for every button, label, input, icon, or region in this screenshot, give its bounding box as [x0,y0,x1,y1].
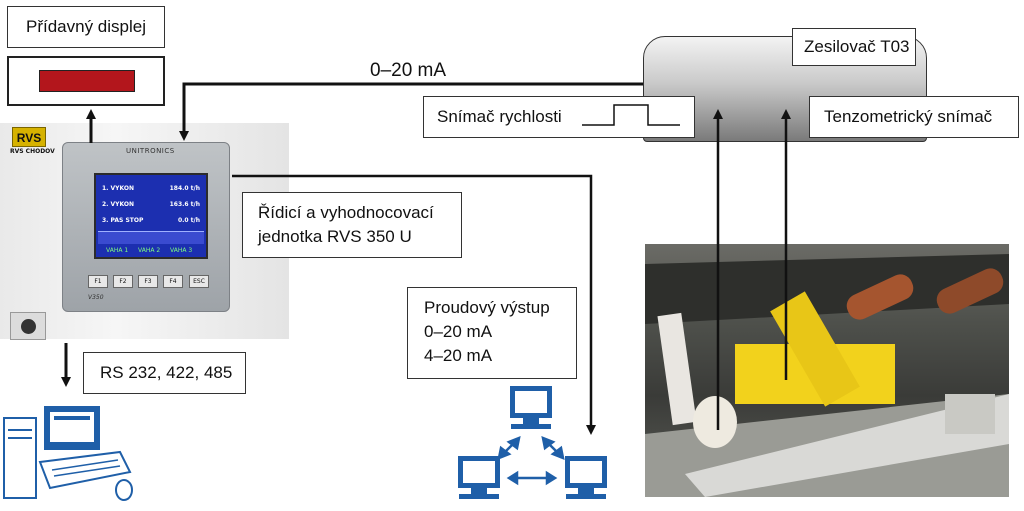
function-key-f4[interactable]: F4 [163,275,183,288]
control-unit-label-box: Řídicí a vyhodnocovací jednotka RVS 350 … [242,192,462,258]
current-output-range-1: 0–20 mA [424,322,493,341]
speed-pulse-symbol [582,104,680,126]
serial-label: RS 232, 422, 485 [100,363,233,382]
scale-label: VAHA 3 [170,247,193,254]
serial-label-box: RS 232, 422, 485 [83,352,246,394]
function-key-esc[interactable]: ESC [189,275,209,288]
belt-scale-illustration [645,254,1009,497]
screen-button-strip [98,231,204,244]
function-key-f1[interactable]: F1 [88,275,108,288]
controller-brand: UNITRONICS [126,147,175,155]
control-unit-label-line1: Řídicí a vyhodnocovací [258,203,434,222]
current-loop-label: 0–20 mA [370,60,447,81]
speed-sensor-label-box: Snímač rychlosti [423,96,695,138]
extra-display-label: Přídavný displej [26,17,147,36]
row-value: 184.0 t/h [169,185,200,192]
current-loop-line [179,82,643,141]
rvs-logo-caption: RVS CHODOV [10,148,55,155]
controller-screen: 1. VYKON 184.0 t/h 2. VYKON 163.6 t/h 3.… [94,173,208,259]
row-name: 2. VYKON [102,201,135,208]
current-output-line [232,174,596,435]
control-unit-label-line2: jednotka RVS 350 U [258,227,412,246]
belt-scale-photo [645,244,1009,497]
function-key-f3[interactable]: F3 [138,275,158,288]
scale-label: VAHA 2 [138,247,161,254]
extra-display-label-box: Přídavný displej [7,6,165,48]
speed-sensor-label: Snímač rychlosti [437,107,562,126]
extra-display-screen [39,70,135,92]
screen-row: 3. PAS STOP 0.0 t/h [102,217,206,224]
amplifier-label: Zesilovač T03 [804,37,910,56]
extra-display-device [7,56,165,106]
row-value: 0.0 t/h [177,217,200,224]
screen-row: 1. VYKON 184.0 t/h [102,185,206,192]
function-key-f2[interactable]: F2 [113,275,133,288]
current-output-title: Proudový výstup [424,298,550,317]
rvs-logo: RVS [12,127,46,147]
cable-gland [10,312,46,340]
row-value: 163.6 t/h [169,201,200,208]
controller-model: V350 [88,294,104,301]
network-icon [455,384,615,506]
strain-sensor-label: Tenzometrický snímač [824,107,993,126]
strain-sensor-label-box: Tenzometrický snímač [809,96,1019,138]
computer-icon [0,400,140,506]
screen-row: 2. VYKON 163.6 t/h [102,201,206,208]
scale-label: VAHA 1 [106,247,129,254]
row-name: 1. VYKON [102,185,135,192]
current-output-range-2: 4–20 mA [424,346,493,365]
current-output-label-box: Proudový výstup 0–20 mA 4–20 mA [407,287,577,379]
row-name: 3. PAS STOP [102,217,144,224]
amplifier-label-box: Zesilovač T03 [792,28,916,66]
